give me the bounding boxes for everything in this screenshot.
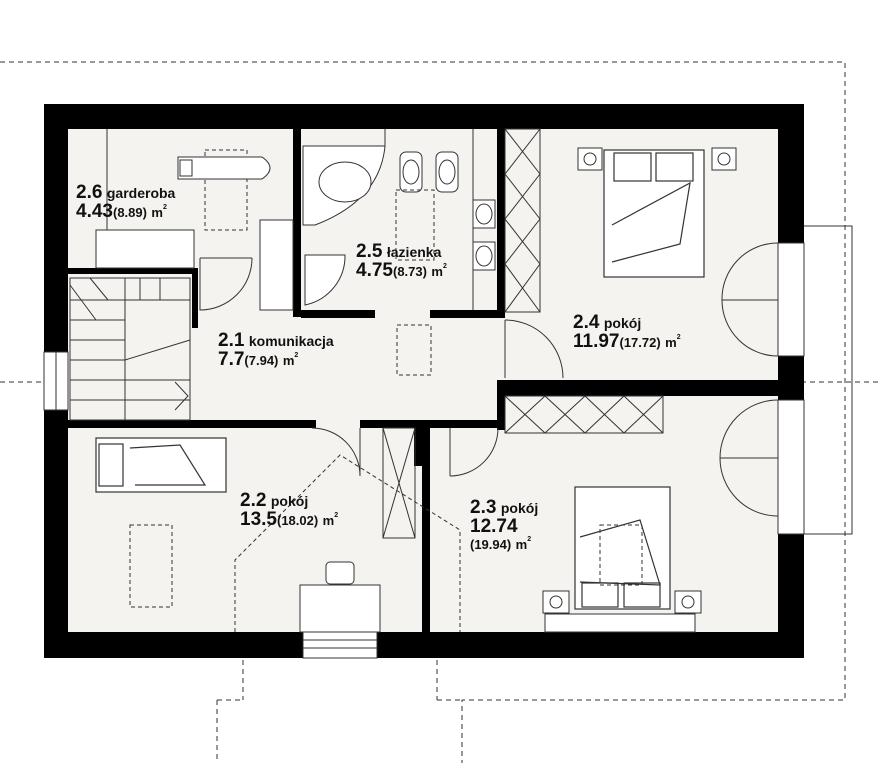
room-name: pokój: [270, 493, 309, 509]
room-unit: m2: [322, 512, 339, 528]
room-area: 13.5: [240, 509, 277, 530]
beds: [95, 149, 705, 610]
room-area-total: (7.94): [244, 353, 279, 368]
room-number: 2.3: [470, 497, 497, 518]
room-area: 11.97: [573, 331, 620, 352]
stairs: [69, 277, 191, 421]
room-label-2-3: 2.3 pokój 12.74 (19.94) m2: [470, 498, 538, 553]
room-area-total: (18.02): [276, 513, 319, 528]
room-label-2-6: 2.6 garderoba 4.43(8.89) m2: [76, 183, 175, 221]
room-name: łazienka: [386, 244, 442, 260]
room-unit: m2: [151, 204, 167, 220]
room-unit: m2: [515, 536, 532, 552]
room-unit: m2: [431, 263, 447, 279]
room-name: komunikacja: [248, 333, 334, 349]
room-unit: m2: [665, 334, 681, 350]
room-label-2-1: 2.1 komunikacja 7.7(7.94) m2: [218, 331, 334, 369]
room-number: 2.4: [573, 312, 600, 333]
desk: [299, 561, 381, 633]
doors: [199, 242, 779, 517]
room-number: 2.5: [356, 241, 383, 262]
room-number: 2.2: [240, 490, 267, 511]
room-name: pokój: [500, 500, 539, 516]
room-unit: m2: [282, 352, 299, 368]
room-name: pokój: [603, 315, 642, 331]
room-label-2-2: 2.2 pokój 13.5(18.02) m2: [240, 491, 338, 529]
room-label-2-4: 2.4 pokój 11.97(17.72) m2: [573, 313, 681, 351]
room-number: 2.1: [218, 330, 245, 351]
balcony: [799, 225, 853, 535]
room-area: 12.74: [470, 516, 518, 537]
room-area: 4.43: [76, 201, 113, 222]
nightstands: [542, 147, 737, 614]
bathroom-fixtures: [302, 129, 496, 310]
room-area: 7.7: [218, 349, 245, 370]
room-area-total: (8.73): [392, 264, 427, 279]
room-area-total: (8.89): [112, 205, 147, 220]
interior-walls: [68, 129, 804, 632]
wardrobes: [382, 128, 664, 539]
room-name: garderoba: [106, 185, 176, 201]
garderoba-fixtures: [95, 129, 294, 311]
room-area-total: (19.94): [470, 537, 512, 552]
room-label-2-5: 2.5 łazienka 4.75(8.73) m2: [356, 242, 447, 280]
dashed-furniture: [129, 149, 643, 632]
windows: [43, 242, 805, 659]
room-area: 4.75: [356, 260, 393, 281]
room-area-total: (17.72): [619, 335, 661, 350]
room-number: 2.6: [76, 182, 103, 203]
